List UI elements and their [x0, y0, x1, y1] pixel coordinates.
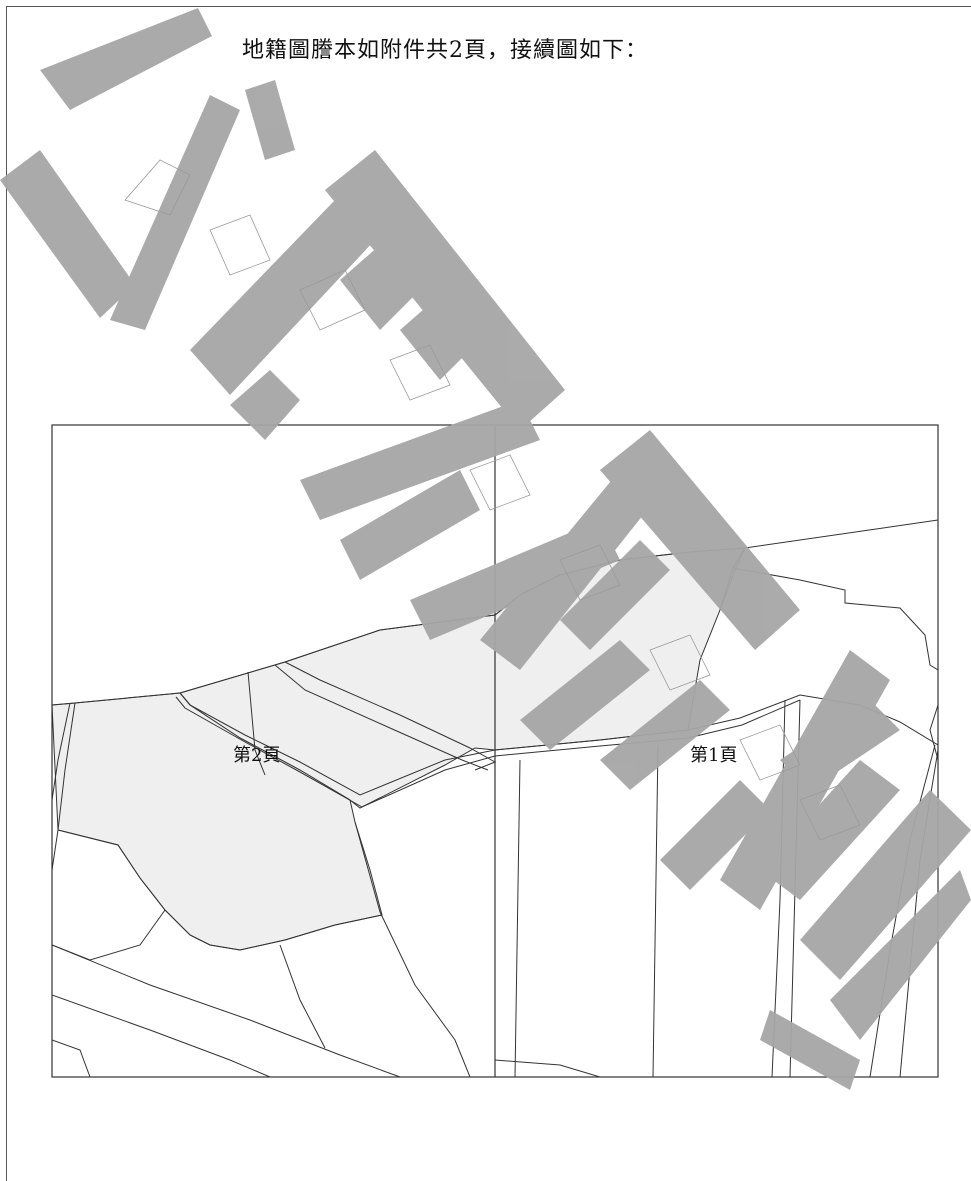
parcel-boundary	[494, 1059, 601, 1077]
sheet-label-page-2: 第2頁	[233, 745, 280, 766]
parcel-boundary	[175, 696, 801, 808]
parcel-boundary	[52, 702, 76, 871]
parcel-boundary	[52, 994, 271, 1077]
parcel-boundary	[732, 567, 938, 671]
watermark-stamp-outline	[124, 159, 861, 841]
parcel-boundary	[929, 704, 938, 761]
parcel-boundary	[274, 664, 489, 771]
parcel-boundary	[57, 829, 383, 951]
watermark-open-inspection	[0, 8, 971, 1090]
parcel-boundary	[52, 909, 166, 961]
parcel-boundary	[52, 944, 401, 1077]
parcel-boundary	[284, 661, 497, 771]
page-frame	[6, 6, 971, 1181]
parcel-boundary	[52, 1039, 91, 1077]
page-heading: 地籍圖謄本如附件共2頁，接續圖如下：	[242, 38, 648, 63]
parcel-boundary	[52, 702, 71, 801]
parcel-boundary	[279, 944, 326, 1049]
parcel-boundary	[514, 759, 521, 1077]
sheet-label-page-1: 第1頁	[690, 745, 737, 766]
parcel-boundary	[247, 671, 266, 776]
parcel-boundary	[652, 744, 659, 1077]
parcel-boundary	[354, 821, 471, 1077]
